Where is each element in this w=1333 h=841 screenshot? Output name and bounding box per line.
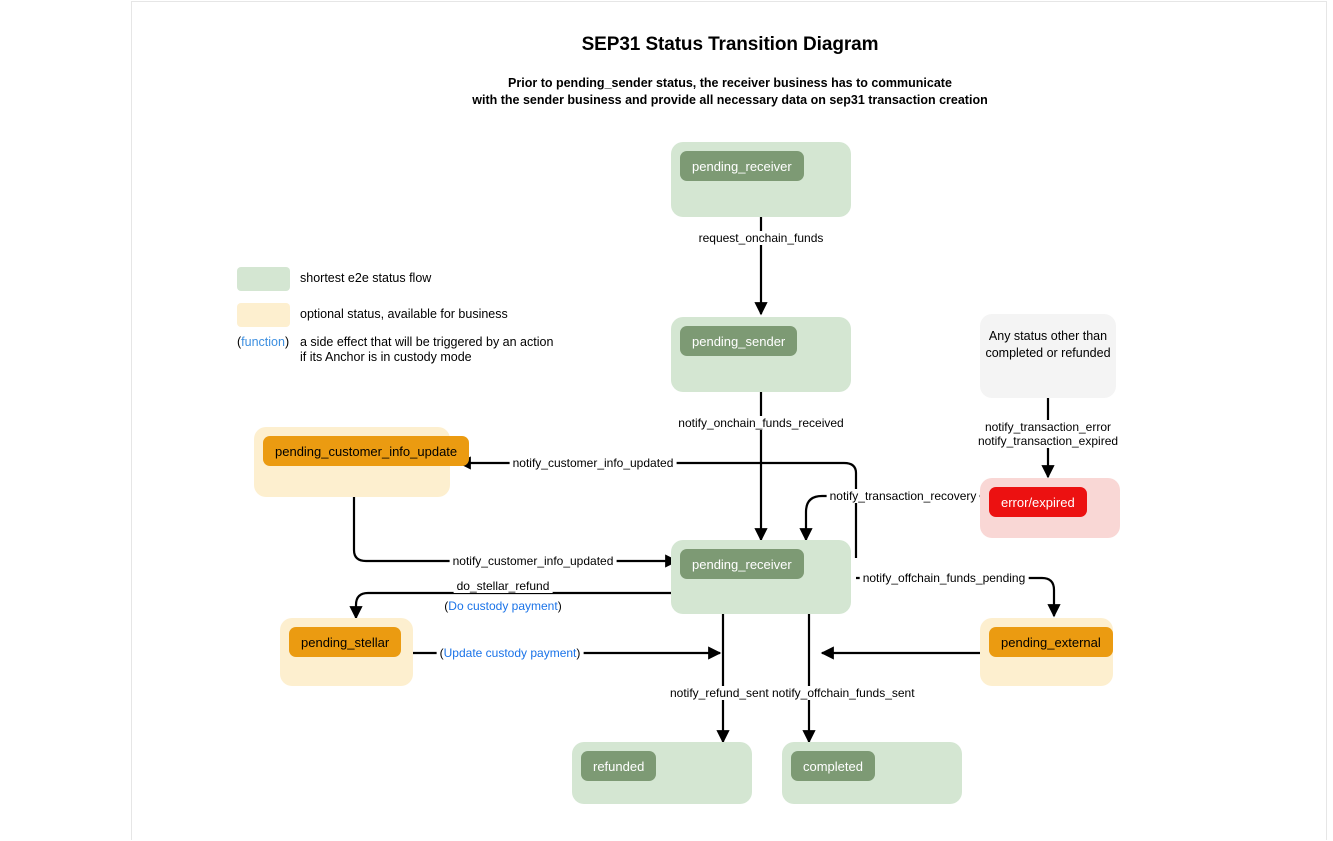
node-pending-stellar[interactable]: pending_stellar	[280, 618, 413, 686]
edge-label-notify-transaction-recovery: notify_transaction_recovery	[826, 489, 980, 503]
node-completed[interactable]: completed	[782, 742, 962, 804]
legend-item-function: (function) a side effect that will be tr…	[237, 335, 667, 365]
legend-swatch-cream-icon	[237, 303, 290, 327]
edge-notify-customer-info-updated-in	[352, 497, 679, 568]
edge-label-notify-onchain-funds-received: notify_onchain_funds_received	[675, 416, 847, 430]
legend-function-line-2: if its Anchor is in custody mode	[300, 350, 472, 364]
subtitle-line-1: Prior to pending_sender status, the rece…	[508, 76, 952, 90]
node-badge-completed: completed	[791, 751, 875, 781]
legend-item-shortest-flow: shortest e2e status flow	[237, 267, 667, 291]
node-badge-refunded: refunded	[581, 751, 657, 781]
page-subtitle: Prior to pending_sender status, the rece…	[132, 75, 1328, 109]
legend-label-function: a side effect that will be triggered by …	[300, 335, 553, 365]
fn-text-update-custody-payment: Update custody payment	[443, 646, 577, 660]
node-text-any-status: Any status other than completed or refun…	[980, 328, 1116, 362]
node-badge-pending-external: pending_external	[989, 627, 1113, 657]
node-error-expired[interactable]: error/expired	[980, 478, 1120, 538]
legend-function-line-1: a side effect that will be triggered by …	[300, 335, 554, 349]
node-badge-pending-receiver-mid: pending_receiver	[680, 549, 804, 579]
node-badge-error-expired: error/expired	[989, 487, 1087, 517]
fn-paren-open-2: (	[439, 646, 444, 660]
edge-label-request-onchain-funds: request_onchain_funds	[695, 231, 827, 245]
edge-label-update-custody-payment: (Update custody payment)	[436, 646, 584, 660]
legend-swatch-green-icon	[237, 267, 290, 291]
node-pending-receiver-mid[interactable]: pending_receiver	[671, 540, 851, 614]
edge-label-notify-offchain-funds-sent: notify_offchain_funds_sent	[769, 686, 918, 700]
node-refunded[interactable]: refunded	[572, 742, 752, 804]
edge-label-do-custody-payment: (Do custody payment)	[441, 599, 564, 613]
fn-text-do-custody-payment: Do custody payment	[448, 599, 558, 613]
legend-function-key: (function)	[237, 335, 290, 349]
node-pending-sender[interactable]: pending_sender	[671, 317, 851, 392]
legend-paren-open: (	[237, 335, 242, 349]
edge-label-notify-offchain-funds-pending: notify_offchain_funds_pending	[859, 571, 1029, 585]
edge-label-notify-customer-info-updated-out: notify_customer_info_updated	[509, 456, 677, 470]
any-status-line-1: Any status other than	[988, 329, 1108, 343]
node-pending-receiver-top[interactable]: pending_receiver	[671, 142, 851, 217]
legend: shortest e2e status flow optional status…	[237, 267, 667, 365]
edge-label-notify-customer-info-updated-in: notify_customer_info_updated	[449, 554, 617, 568]
node-badge-pending-customer-info-update: pending_customer_info_update	[263, 436, 470, 466]
edge-label-notify-refund-sent: notify_refund_sent	[667, 686, 772, 700]
node-any-status[interactable]: Any status other than completed or refun…	[980, 314, 1116, 398]
node-pending-customer-info-update[interactable]: pending_customer_info_update	[254, 427, 470, 497]
legend-label-optional-status: optional status, available for business	[300, 307, 508, 321]
fn-paren-open-1: (	[444, 599, 449, 613]
edge-label-notify-transaction-error-expired: notify_transaction_error notify_transact…	[974, 420, 1122, 448]
subtitle-line-2: with the sender business and provide all…	[472, 93, 988, 107]
page-title: SEP31 Status Transition Diagram	[581, 34, 879, 55]
edge-label-do-stellar-refund: do_stellar_refund	[453, 579, 553, 593]
fn-paren-close-2: )	[576, 646, 581, 660]
edge-label-error-line-1: notify_transaction_error	[984, 420, 1112, 434]
any-status-line-2: completed or refunded	[985, 346, 1111, 360]
node-badge-pending-stellar: pending_stellar	[289, 627, 402, 657]
fn-paren-close-1: )	[557, 599, 562, 613]
legend-label-shortest-flow: shortest e2e status flow	[300, 271, 432, 285]
node-badge-pending-sender: pending_sender	[680, 326, 798, 356]
edge-label-error-line-2: notify_transaction_expired	[977, 434, 1119, 448]
legend-function-word: function	[241, 335, 285, 349]
node-badge-pending-receiver-top: pending_receiver	[680, 151, 804, 181]
legend-item-optional-status: optional status, available for business	[237, 303, 667, 327]
diagram-canvas: SEP31 Status Transition Diagram Prior to…	[131, 1, 1327, 840]
node-pending-external[interactable]: pending_external	[980, 618, 1113, 686]
legend-paren-close: )	[284, 335, 290, 349]
